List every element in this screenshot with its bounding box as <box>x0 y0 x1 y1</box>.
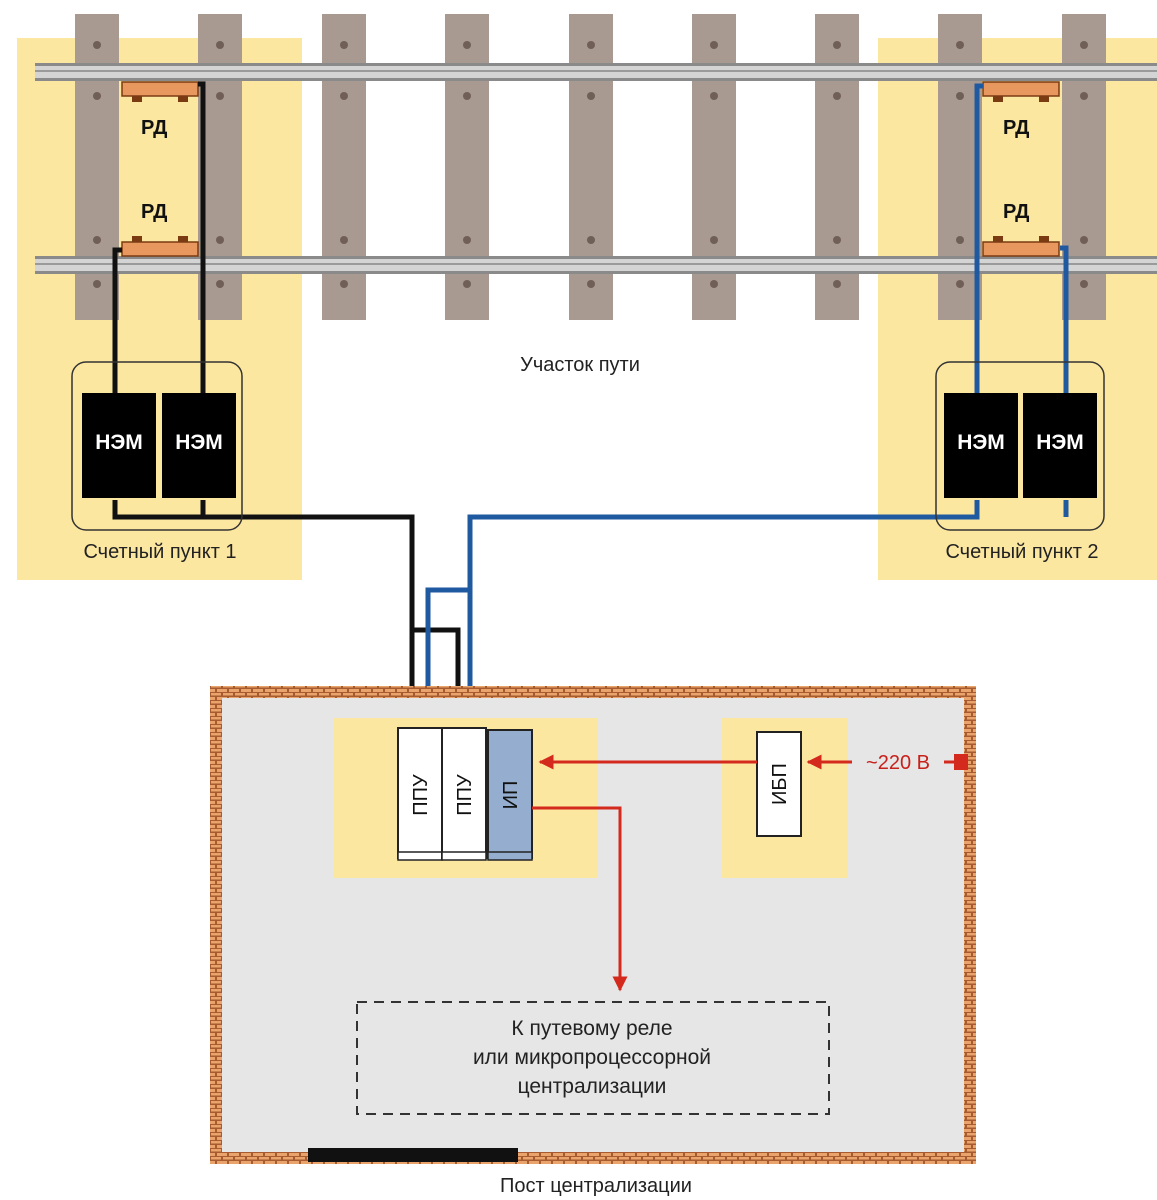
nem-block <box>1023 393 1097 498</box>
voltage-label-bg <box>852 748 944 774</box>
nem-label: НЭМ <box>1036 431 1084 454</box>
destination-line-3: централизации <box>518 1075 667 1098</box>
ppu-unit-1 <box>397 727 443 861</box>
power-supply-label: ИП <box>500 781 522 810</box>
sleeper <box>815 14 859 320</box>
wheel-sensor-1-top <box>121 81 199 102</box>
ppu-label: ППУ <box>410 774 432 816</box>
ppu-label: ППУ <box>454 774 476 816</box>
track-section-label: Участок пути <box>520 354 640 376</box>
post-building-entrance <box>308 1148 518 1162</box>
nem-block <box>944 393 1018 498</box>
nem-label: НЭМ <box>175 431 223 454</box>
sleeper <box>569 14 613 320</box>
power-supply-unit <box>487 729 533 861</box>
counting-point-2-label: Счетный пункт 2 <box>945 541 1098 563</box>
sleeper <box>75 14 119 320</box>
destination-line-1: К путевому реле <box>511 1017 672 1040</box>
nem-label: НЭМ <box>95 431 143 454</box>
sensor-label: РД <box>1003 117 1029 139</box>
cables-point-2 <box>425 83 1069 728</box>
mains-voltage-label: ~220 В <box>866 752 930 774</box>
nem-block <box>82 393 156 498</box>
mains-input-terminal <box>954 754 968 770</box>
sleeper-bolts <box>93 41 1088 288</box>
sleeper <box>692 14 736 320</box>
ups-label: ИБП <box>769 763 791 805</box>
rail-top <box>35 63 1157 81</box>
wheel-sensor-2-top <box>982 81 1060 102</box>
destination-line-2: или микропроцессорной <box>473 1046 711 1069</box>
sensor-label: РД <box>141 117 167 139</box>
counting-point-1-frame <box>71 361 243 531</box>
nem-label: НЭМ <box>957 431 1005 454</box>
sensor-label: РД <box>1003 201 1029 223</box>
nem-block <box>162 393 236 498</box>
counting-point-1-zone <box>17 38 302 580</box>
sleeper <box>322 14 366 320</box>
sleeper <box>445 14 489 320</box>
counting-point-2-frame <box>935 361 1105 531</box>
wheel-sensor-2-bottom <box>982 236 1060 257</box>
ups-unit <box>756 731 802 837</box>
post-label: Пост централизации <box>500 1175 692 1197</box>
rail-bottom <box>35 256 1157 274</box>
sleepers <box>75 14 1106 320</box>
counting-point-1-label: Счетный пункт 1 <box>83 541 236 563</box>
destination-box <box>356 1001 830 1115</box>
ppu-unit-2 <box>441 727 487 861</box>
sleeper <box>1062 14 1106 320</box>
sensor-label: РД <box>141 201 167 223</box>
